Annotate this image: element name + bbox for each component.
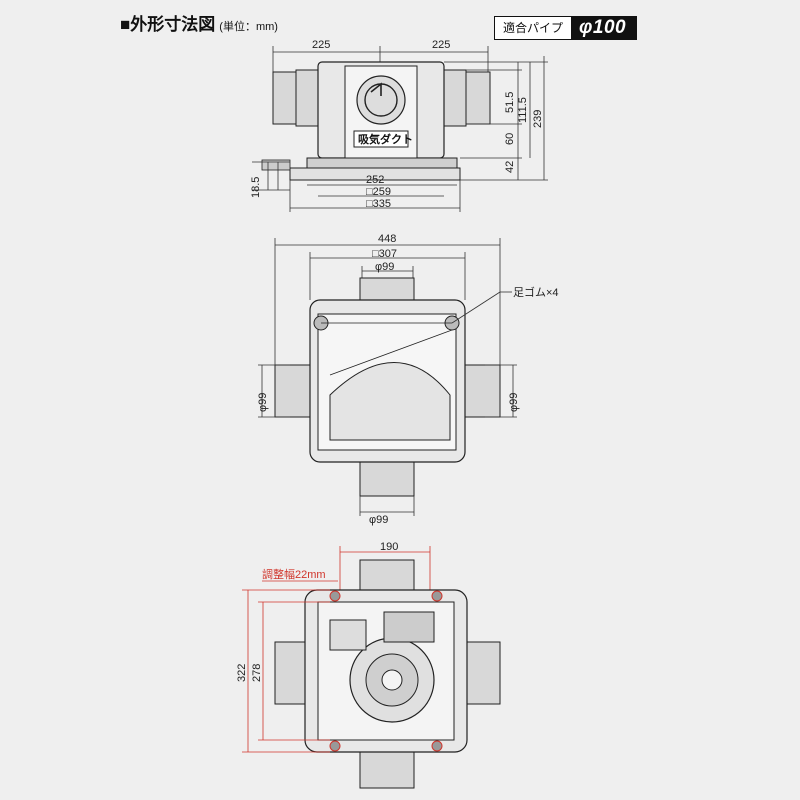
- pipe-badge: 適合パイプ φ100: [494, 16, 638, 40]
- bottom-pipe-south: [359, 749, 415, 789]
- dim-60: 60: [504, 133, 516, 145]
- page-title: ■外形寸法図(単位：mm): [120, 10, 278, 35]
- screw-icon: [431, 590, 443, 602]
- dim-111-5: 111.5: [517, 97, 529, 123]
- screw-icon: [431, 740, 443, 752]
- dim-448: 448: [378, 233, 396, 245]
- dim-phi99-bottom: φ99: [369, 514, 388, 526]
- dim-225-right: 225: [432, 39, 450, 51]
- dim-252: 252: [366, 174, 384, 186]
- bottom-pipe-north: [359, 559, 415, 595]
- unit-text: (単位：mm): [219, 21, 278, 33]
- dim-225-left: 225: [312, 39, 330, 51]
- dim-phi99-right: φ99: [508, 393, 520, 412]
- callout-foot-rubber: 足ゴム×4: [513, 285, 559, 299]
- dim-phi99-top: φ99: [375, 261, 394, 273]
- top-view: 448 □307 φ99 足ゴム×4 φ99 φ99: [257, 233, 559, 526]
- badge-value: φ100: [571, 17, 637, 39]
- dim-190: 190: [380, 541, 398, 553]
- bottom-view: 190 調整幅22mm 322 278: [236, 541, 501, 789]
- dim-51-5: 51.5: [504, 92, 516, 113]
- dim-322: 322: [236, 664, 248, 682]
- dim-18-5: 18.5: [250, 177, 262, 198]
- dim-335: □335: [366, 198, 391, 210]
- screw-icon: [329, 740, 341, 752]
- adjust-width-label: 調整幅22mm: [262, 567, 326, 581]
- side-view: 225 225 吸気ダクト 51.5 111.5 239 60 42: [250, 39, 548, 212]
- dim-307: □307: [372, 248, 397, 260]
- title-text: ■外形寸法図: [120, 15, 216, 34]
- dim-phi99-left: φ99: [257, 393, 269, 412]
- dim-259: □259: [366, 186, 391, 198]
- dim-239: 239: [532, 110, 544, 128]
- dim-278: 278: [251, 664, 263, 682]
- dim-42: 42: [504, 161, 516, 173]
- top-pipe-south: [359, 455, 415, 497]
- screw-icon: [329, 590, 341, 602]
- badge-label: 適合パイプ: [503, 21, 564, 35]
- duct-label: 吸気ダクト: [358, 132, 413, 146]
- inlet-circle: [356, 75, 406, 125]
